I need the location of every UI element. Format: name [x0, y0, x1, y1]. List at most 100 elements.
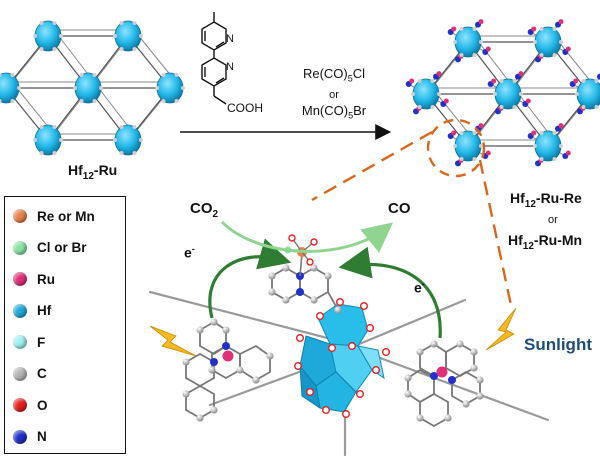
cluster-cap-atom	[539, 156, 544, 161]
ru-photosensitizer-left	[185, 320, 271, 420]
cluster-cap-atom	[539, 52, 544, 57]
cluster-cap-atom	[559, 40, 563, 44]
electron-right-label: e-	[414, 279, 425, 296]
carbon-atom	[208, 366, 216, 374]
cluster-cap-atom	[59, 34, 63, 38]
legend-label: Hf	[37, 303, 52, 318]
carbon-atom	[282, 296, 290, 304]
oxygen-atom	[336, 298, 345, 307]
cluster-cap-atom	[59, 138, 63, 142]
linker-ru-atom	[573, 78, 579, 84]
zoom-connector-left	[311, 130, 433, 202]
oxygen-atom	[296, 334, 305, 343]
cluster-cap-atom	[132, 150, 137, 155]
carbon-atom	[444, 414, 452, 422]
cluster-cap-atom	[559, 144, 563, 148]
cluster-cap-atom	[539, 27, 544, 32]
oxygen-atom	[366, 324, 375, 333]
carbon-atom	[268, 288, 276, 296]
linker-ru-atom	[409, 78, 415, 84]
carbon-atom	[196, 414, 204, 422]
cluster-cap-atom	[132, 46, 137, 51]
cluster-cap-atom	[552, 131, 557, 136]
hf-cluster-node	[34, 20, 62, 52]
cluster-cap-atom	[0, 99, 2, 103]
nitrogen-atom	[448, 376, 456, 384]
carbon-atom	[334, 306, 342, 314]
cluster-cap-atom	[33, 34, 37, 38]
linker-ru-atom	[491, 78, 497, 84]
carbon-atom	[404, 390, 412, 398]
cluster-cap-atom	[499, 104, 504, 109]
linker-ru-atom	[451, 26, 457, 32]
cluster-cap-atom	[52, 125, 57, 130]
cluster-cap-atom	[499, 79, 504, 84]
cluster-cap-atom	[139, 34, 143, 38]
linker-ru-atom	[531, 26, 537, 32]
cluster-cap-atom	[92, 98, 97, 103]
hf-cluster-node	[534, 26, 562, 58]
oxygen-atom	[342, 410, 351, 419]
cluster-cap-atom	[533, 144, 537, 148]
carbon-atom	[252, 376, 260, 384]
carbon-atom	[210, 406, 218, 414]
legend-item: Re or Mn	[13, 205, 95, 227]
cluster-cap-atom	[174, 98, 179, 103]
oxygen-atom	[294, 362, 303, 371]
cluster-cap-atom	[17, 86, 21, 90]
cluster-cap-atom	[39, 21, 44, 26]
electron-arrow-right	[338, 246, 442, 339]
nitrogen-atom	[296, 288, 304, 296]
lightning-bolt-right-icon	[485, 307, 517, 351]
carbon-atom	[476, 392, 484, 400]
cluster-cap-atom	[581, 79, 586, 84]
cluster-cap-atom	[119, 125, 124, 130]
reagent-text: Re(CO)5Cl or Mn(CO)5Br	[301, 66, 367, 121]
cluster-cap-atom	[453, 40, 457, 44]
cluster-cap-atom	[119, 46, 124, 51]
lightning-bolt-left-icon	[149, 325, 197, 357]
cluster-cap-atom	[39, 125, 44, 130]
carbon-atom	[268, 272, 276, 280]
electron-arrow-left	[208, 238, 292, 319]
linker-ru-atom	[443, 98, 449, 104]
cluster-cap-atom	[472, 131, 477, 136]
linker-ru-atom	[485, 150, 491, 156]
oxygen-atom	[356, 390, 365, 399]
carbon-atom	[266, 352, 274, 360]
linker-ru-atom	[518, 71, 524, 77]
cluster-cap-atom	[472, 52, 477, 57]
cluster-cap-atom	[10, 98, 15, 103]
legend-swatch-icon	[13, 335, 27, 349]
hf-cluster-node	[114, 124, 142, 156]
mof-left-label: Hf12-Ru	[68, 162, 118, 182]
legend-item: Ru	[13, 268, 55, 290]
cluster-cap-atom	[552, 27, 557, 32]
nitrogen-atom	[222, 342, 230, 350]
carbon-atom	[324, 272, 332, 280]
cluster-cap-atom	[430, 104, 435, 109]
hf-cluster-node	[454, 130, 482, 162]
cluster-cap-atom	[39, 46, 44, 51]
carbon-atom	[236, 366, 244, 374]
cluster-cap-atom	[459, 27, 464, 32]
oxygen-atom	[372, 366, 381, 375]
nitrogen-atom	[430, 372, 438, 380]
cluster-cap-atom	[99, 86, 103, 90]
cluster-cap-atom	[79, 73, 84, 78]
cluster-cap-atom	[512, 79, 517, 84]
ligand-acid-label: COOH	[227, 101, 263, 115]
hf-cluster-node	[156, 72, 184, 104]
legend-label: Ru	[37, 271, 55, 287]
cluster-cap-atom	[581, 104, 586, 109]
ligand-n2-atom: N	[226, 61, 234, 73]
cluster-cap-atom	[459, 156, 464, 161]
legend-item: N	[13, 426, 47, 448]
linker-ru-atom	[558, 123, 564, 129]
ligand-structure	[201, 12, 227, 105]
cluster-cap-atom	[539, 131, 544, 136]
cluster-cap-atom	[33, 138, 37, 142]
hf-cluster-node	[576, 78, 600, 110]
carbon-atom	[416, 414, 424, 422]
co2-label: CO2	[190, 200, 219, 220]
